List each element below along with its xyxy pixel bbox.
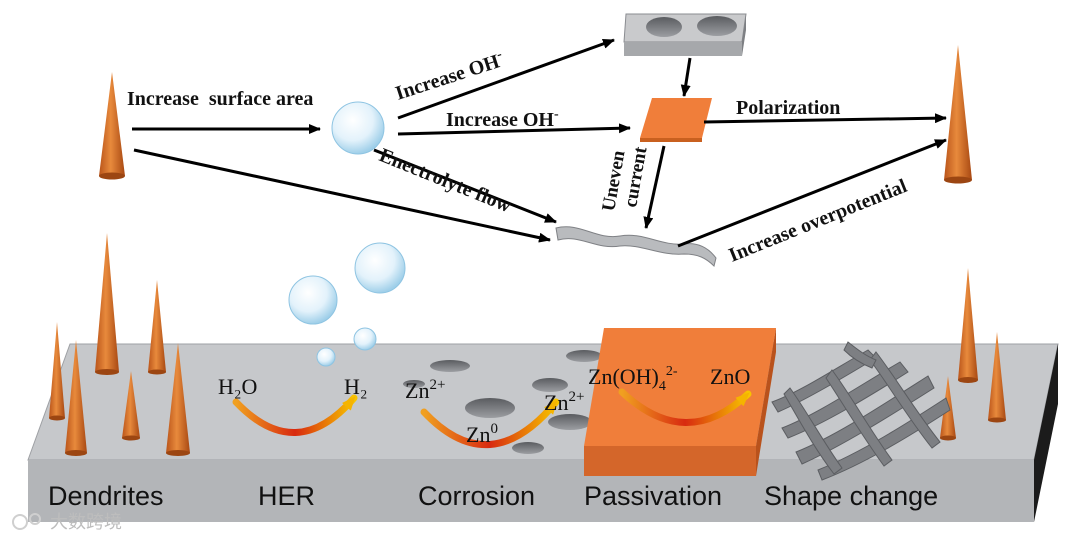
watermark: 大数跨境 — [12, 512, 122, 533]
watermark-text: 大数跨境 — [50, 512, 122, 533]
shape-change-mesh — [771, 341, 951, 481]
corrosion-section: Zn2+ Zn0 Zn2+ — [403, 350, 602, 454]
passivation-block: Zn(OH)42- ZnO — [584, 328, 776, 476]
dendrite-cone-top-right — [944, 45, 972, 184]
label-zn2-right: Zn2+ — [544, 389, 584, 415]
label-h2: H₂ — [344, 374, 368, 399]
label-zn0: Zn0 — [466, 421, 498, 447]
label-zn2-left: Zn2+ — [405, 377, 445, 403]
label-h2o: H₂O — [218, 374, 257, 399]
label-zn-oh4: Zn(OH)42- — [588, 364, 678, 394]
dendrite-cone-top-left — [99, 72, 125, 180]
bottom-label-shape-change: Shape change — [764, 481, 938, 511]
bottom-label-her: HER — [258, 481, 315, 511]
hydrogen-bubbles — [288, 101, 406, 367]
deformed-zinc-strip — [555, 226, 717, 267]
flow-arrows — [132, 38, 947, 248]
dendrite-cones-left — [49, 233, 190, 456]
passivation-layer-top — [640, 98, 712, 142]
label-zno: ZnO — [710, 364, 750, 389]
bottom-label-corrosion: Corrosion — [418, 481, 535, 511]
bottom-label-passivation: Passivation — [584, 481, 722, 511]
bottom-label-dendrites: Dendrites — [48, 481, 164, 511]
label-increase-overpotential: Increase overpotential — [726, 175, 911, 267]
her-section: H₂O H₂ — [218, 374, 368, 436]
label-increase-oh-upper: Increase OH- — [392, 47, 507, 105]
pitted-zinc-block — [623, 13, 747, 56]
label-polarization: Polarization — [736, 97, 840, 119]
label-increase-surface-area: Increase surface area — [127, 88, 313, 110]
label-increase-oh-mid: Increase OH- — [446, 107, 559, 131]
